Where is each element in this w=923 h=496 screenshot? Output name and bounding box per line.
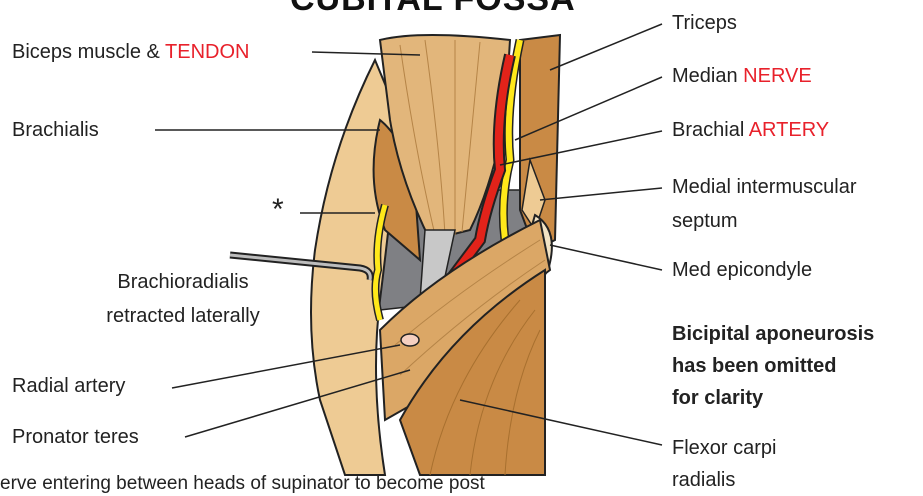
label-triceps: Triceps xyxy=(672,11,737,35)
label-brachialis: Brachialis xyxy=(12,118,99,142)
label-asterisk: * xyxy=(272,198,284,222)
label-med-epicondyle: Med epicondyle xyxy=(672,258,812,282)
label-biceps: Biceps muscle & TENDON xyxy=(12,40,249,64)
label-bottom-caption: erve entering between heads of supinator… xyxy=(0,472,485,496)
label-radial-artery: Radial artery xyxy=(12,374,125,398)
label-median-nerve: Median NERVE xyxy=(672,64,812,88)
label-brachial-artery: Brachial ARTERY xyxy=(672,118,829,142)
label-pronator-teres: Pronator teres xyxy=(12,425,139,449)
radial-artery-cut xyxy=(401,334,419,346)
